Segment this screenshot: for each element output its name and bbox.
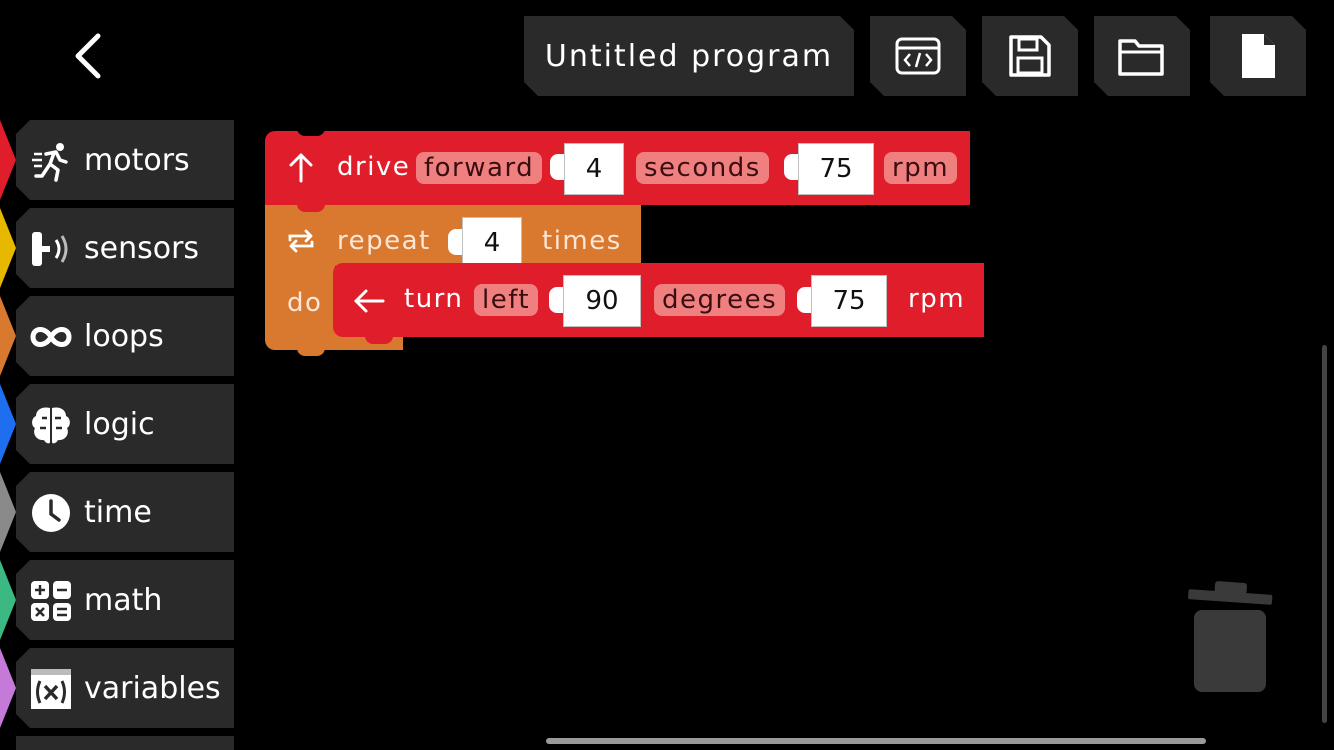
drive-speed-unit-dropdown[interactable]: rpm: [884, 152, 958, 184]
save-icon: [1007, 33, 1053, 79]
repeat-do-label: do: [287, 288, 323, 318]
category-next-partial[interactable]: [16, 736, 234, 750]
turn-speed-input[interactable]: 75: [811, 275, 887, 327]
infinity-loop-icon: [30, 327, 72, 347]
trash-icon[interactable]: [1186, 580, 1274, 696]
category-motors[interactable]: motors: [0, 120, 234, 200]
brain-icon: [32, 407, 70, 444]
drive-direction-dropdown[interactable]: forward: [416, 152, 543, 184]
category-label: variables: [84, 671, 221, 706]
folder-icon: [1117, 35, 1167, 77]
code-icon: [894, 36, 942, 76]
new-file-icon: [1238, 32, 1278, 80]
drive-unit-dropdown[interactable]: seconds: [636, 152, 769, 184]
turn-speed-unit-label: rpm: [908, 284, 966, 314]
repeat-label: repeat: [337, 226, 431, 256]
drive-label: drive: [337, 152, 411, 182]
drive-duration-input[interactable]: 4: [564, 143, 624, 195]
new-file-button[interactable]: [1210, 16, 1306, 96]
turn-angle-input[interactable]: 90: [563, 275, 641, 327]
arrow-left-icon: [354, 289, 385, 313]
category-tab: [0, 120, 16, 200]
input-connector: [448, 229, 462, 255]
drive-block-notch: [297, 128, 325, 136]
repeat-block-tab: [297, 348, 325, 356]
category-tab: [0, 208, 16, 288]
category-tab: [0, 472, 16, 552]
open-button[interactable]: [1094, 16, 1190, 96]
turn-label: turn: [404, 284, 464, 314]
category-label: time: [84, 495, 152, 530]
repeat-block-arm: [265, 260, 335, 350]
vertical-scrollbar[interactable]: [1322, 345, 1327, 723]
category-tab: [0, 296, 16, 376]
back-chevron-icon[interactable]: [68, 30, 112, 82]
category-sensors[interactable]: sensors: [0, 208, 234, 288]
program-title: Untitled program: [544, 38, 834, 74]
repeat-count-input[interactable]: 4: [462, 217, 522, 269]
input-connector: [797, 287, 811, 313]
input-connector: [784, 154, 798, 180]
category-label: logic: [84, 407, 155, 442]
repeat-times-label: times: [542, 226, 622, 256]
category-logic[interactable]: logic: [0, 384, 234, 464]
turn-block-tab: [365, 335, 393, 344]
category-math[interactable]: math: [0, 560, 234, 640]
drive-block-tab: [297, 203, 325, 212]
category-tab: [0, 384, 16, 464]
horizontal-scrollbar[interactable]: [546, 738, 1206, 744]
clock-icon: [32, 494, 70, 532]
category-tab: [0, 560, 16, 640]
category-time[interactable]: time: [0, 472, 234, 552]
category-label: motors: [84, 143, 190, 178]
distance-sensor-icon: [32, 232, 68, 266]
running-person-icon: [32, 143, 68, 182]
arrow-up-icon: [289, 153, 313, 183]
variable-x-icon: [31, 669, 71, 709]
save-button[interactable]: [982, 16, 1078, 96]
turn-unit-dropdown[interactable]: degrees: [654, 284, 786, 316]
repeat-icon: [288, 229, 314, 253]
category-variables[interactable]: variables: [0, 648, 234, 728]
calculator-icon: [31, 581, 71, 621]
drive-speed-input[interactable]: 75: [798, 143, 874, 195]
category-label: math: [84, 583, 163, 618]
category-label: sensors: [84, 231, 200, 266]
program-title-button[interactable]: Untitled program: [524, 16, 854, 96]
category-label: loops: [84, 319, 164, 354]
category-loops[interactable]: loops: [0, 296, 234, 376]
code-view-button[interactable]: [870, 16, 966, 96]
input-connector: [550, 154, 564, 180]
category-tab: [0, 648, 16, 728]
input-connector: [549, 287, 563, 313]
turn-direction-dropdown[interactable]: left: [474, 284, 539, 316]
